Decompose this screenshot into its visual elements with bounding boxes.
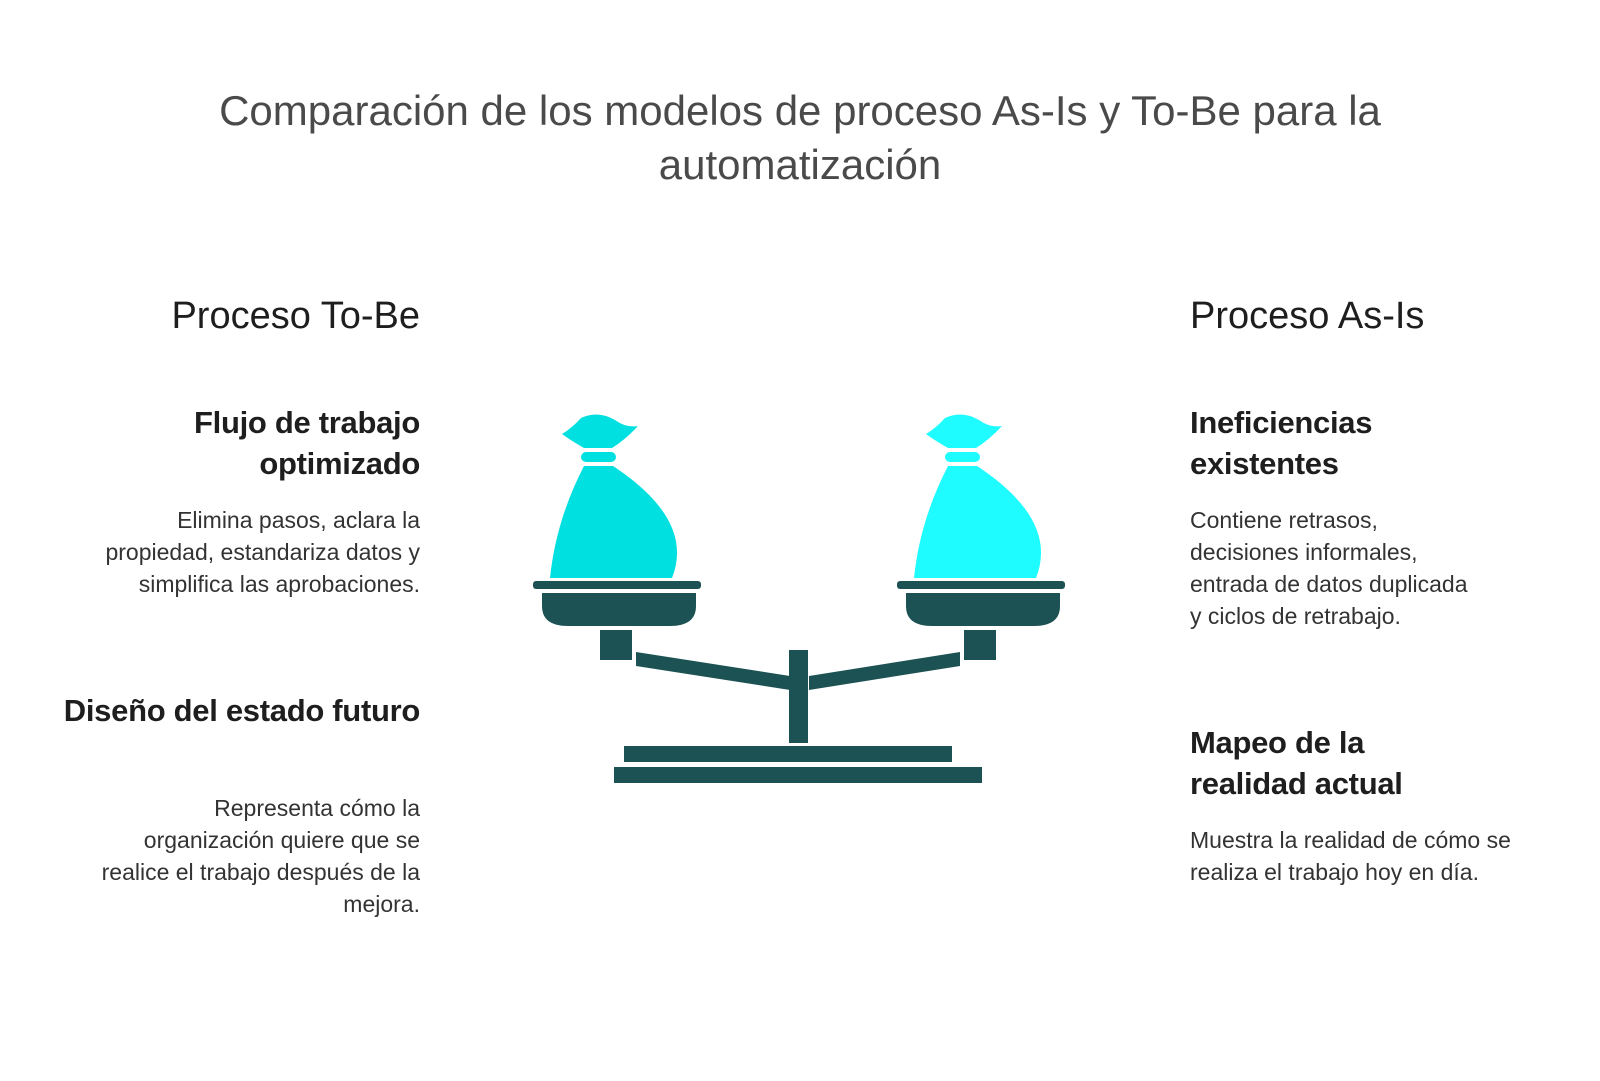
to-be-heading: Proceso To-Be [171,295,420,337]
money-bag-icon [550,414,678,578]
to-be-item-desc: Elimina pasos, aclara la propiedad, esta… [105,507,420,597]
as-is-heading: Proceso As-Is [1190,295,1425,337]
money-bag-icon [914,414,1042,578]
diagram-title: Comparación de los modelos de proceso As… [219,87,1381,188]
scale-frame [533,581,1065,783]
balance-scale-icon [533,414,1065,783]
to-be-item-title: Flujo de trabajo optimizado [194,405,420,481]
as-is-item-desc: Contiene retrasos, decisiones informales… [1190,507,1468,629]
as-is-item-title: Ineficiencias existentes [1190,405,1373,481]
to-be-item-desc: Representa cómo la organización quiere q… [101,795,420,917]
as-is-item-title: Mapeo de la realidad actual [1190,725,1403,801]
to-be-item-title: Diseño del estado futuro [63,693,421,728]
as-is-item-desc: Muestra la realidad de cómo se realiza e… [1190,827,1511,885]
